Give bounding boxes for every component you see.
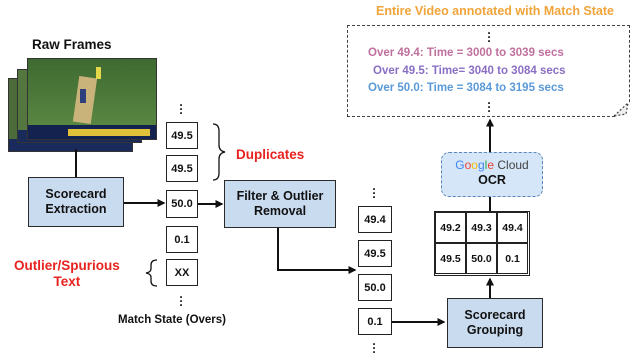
scorecard-grouping-label: Scorecard Grouping [464,308,526,337]
google-letter: o [464,158,472,172]
grouped-scorecard-grid: 49.2 49.3 49.4 49.5 50.0 0.1 [434,211,530,276]
column-two-cell-3: 50.0 [358,274,392,301]
raw-frame-front [27,58,157,140]
grid-cell-5: 50.0 [466,243,497,274]
column-two-cell-2: 49.5 [358,240,392,267]
column-two-top-dots: ... [372,179,376,201]
column-one-cell-4: 0.1 [166,226,198,253]
outlier-brace [145,259,158,287]
scorecard-grouping-box: Scorecard Grouping [447,298,543,348]
google-letter: g [477,158,485,172]
column-two-cell-1: 49.4 [358,206,392,233]
column-one-cell-1: 49.5 [166,122,198,149]
duplicates-label: Duplicates [236,147,305,162]
annotation-top-dots: ... [487,23,491,45]
google-letter: o [471,158,478,172]
column-one-bottom-dots: ... [179,287,183,309]
grid-cell-2: 49.3 [466,212,497,243]
grid-cell-6: 0.1 [497,243,528,274]
google-letter: e [487,158,495,172]
grid-cell-1: 49.2 [435,212,466,243]
duplicates-brace [212,123,226,181]
video-annotation-box [347,25,630,117]
grid-cell-4: 49.5 [435,243,466,274]
column-one-cell-3: 50.0 [166,190,198,218]
annotation-line-2: Over 49.5: Time= 3040 to 3084 secs [373,65,566,77]
annotation-line-3: Over 50.0: Time = 3084 to 3195 secs [368,82,564,94]
ocr-box: Google Cloud OCR [441,152,543,197]
column-one-top-dots: ... [179,95,183,117]
filter-to-column-two-arrow [277,228,341,271]
outlier-label: Outlier/Spurious Text [14,258,120,289]
ocr-label: OCR [478,173,506,187]
column-two-cell-4: 0.1 [358,308,392,335]
filter-outlier-box: Filter & Outlier Removal [224,180,336,228]
filter-outlier-label: Filter & Outlier Removal [236,189,324,218]
page-curl-icon [612,102,629,117]
google-letter: l [484,158,488,172]
grid-cell-3: 49.4 [497,212,528,243]
annotation-bottom-dots: ... [487,93,491,115]
column-one-cell-2: 49.5 [166,155,198,182]
match-state-label: Match State (Overs) [118,314,227,326]
cloud-word: Cloud [497,158,529,172]
scorecard-extraction-box: Scorecard Extraction [28,177,124,227]
column-one-cell-5: XX [166,259,198,286]
raw-frames-title: Raw Frames [32,37,112,52]
video-title: Entire Video annotated with Match State [376,4,614,18]
annotation-line-1: Over 49.4: Time = 3000 to 3039 secs [368,47,564,59]
google-letter: G [455,158,465,172]
column-two-bottom-dots: ... [372,334,376,356]
google-logo: Google [455,158,497,172]
scorecard-extraction-label: Scorecard Extraction [45,187,107,216]
